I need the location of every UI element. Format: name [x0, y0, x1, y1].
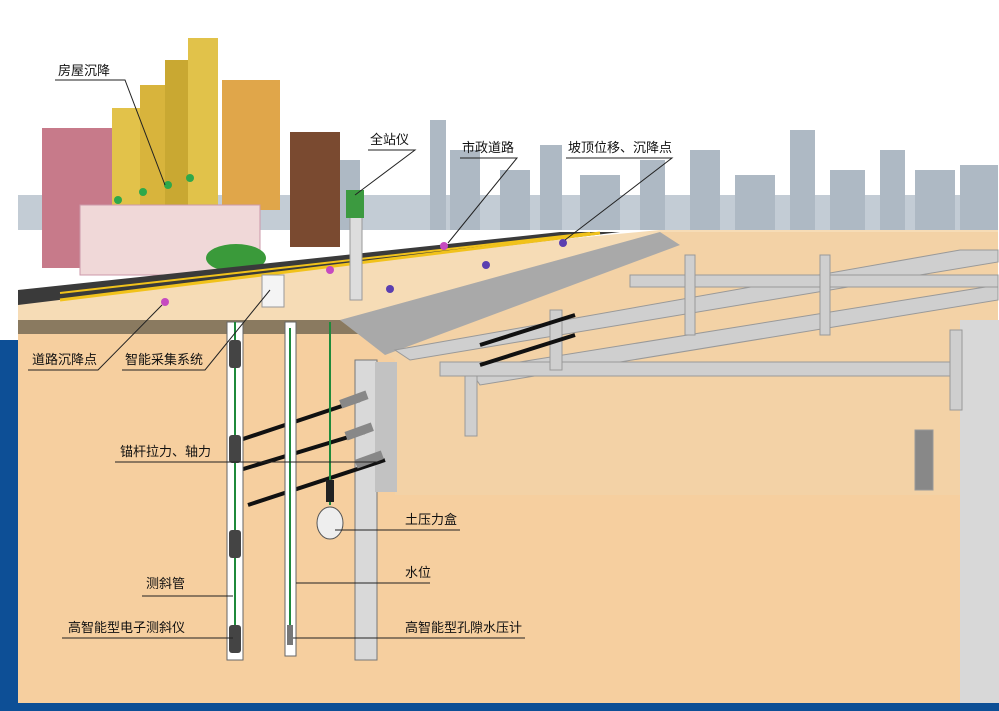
- support-frame: [393, 249, 999, 491]
- label-earth-pressure-cell: 土压力盒: [405, 512, 457, 528]
- label-piezometer: 高智能型孔隙水压计: [405, 620, 522, 636]
- right-wall: [960, 320, 999, 710]
- excavation-pit: [340, 232, 998, 710]
- acquisition-box: [261, 274, 285, 308]
- label-total-station: 全站仪: [370, 132, 409, 148]
- label-inclinometer-tube: 测斜管: [146, 577, 185, 592]
- piezometer-probe: [287, 625, 293, 645]
- anchor-gauges: [339, 390, 384, 469]
- pavement-layer: [18, 320, 358, 334]
- left-border: [0, 340, 18, 711]
- total-station: [346, 190, 364, 218]
- anchor-rods: [239, 313, 576, 507]
- label-inclinometer: 高智能型电子测斜仪: [68, 620, 185, 636]
- label-municipal-road: 市政道路: [462, 140, 514, 156]
- label-building-settlement: 房屋沉降: [58, 63, 110, 79]
- slope-wall: [340, 232, 680, 355]
- bottom-border: [0, 703, 999, 711]
- buildings: [42, 38, 340, 276]
- label-acquisition-system: 智能采集系统: [125, 352, 203, 368]
- retaining-wall: [354, 359, 378, 661]
- city-skyline: [18, 120, 998, 230]
- earth-pressure-cell: [316, 506, 344, 540]
- leader-lines: [28, 79, 674, 639]
- label-road-settlement: 道路沉降点: [32, 352, 97, 368]
- support-pile: [375, 362, 397, 492]
- label-water-level: 水位: [405, 566, 431, 581]
- monitoring-points: [114, 174, 567, 306]
- inclinometer-probes: [229, 340, 241, 653]
- label-anchor-force: 锚杆拉力、轴力: [120, 445, 211, 460]
- label-slope-top: 坡顶位移、沉降点: [568, 141, 672, 156]
- total-station-pillar: [349, 214, 363, 301]
